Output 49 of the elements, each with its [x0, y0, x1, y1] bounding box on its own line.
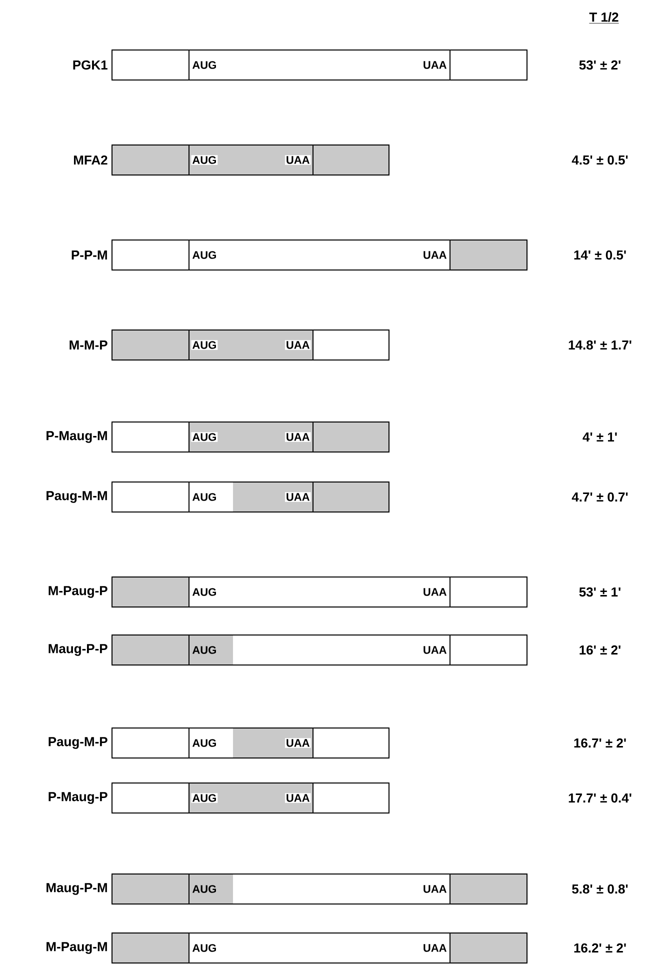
construct-name: M-M-P — [70, 340, 108, 350]
construct-name: P-P-M — [72, 250, 107, 260]
construct-name: M-Paug-P — [48, 586, 108, 598]
codon-label: AUG — [192, 944, 216, 952]
construct-name: P-Maug-P — [48, 792, 108, 804]
codon-label: UAA — [424, 646, 446, 654]
codon-label: UAA — [424, 588, 446, 596]
half-life-value: 16' ± 2' — [580, 645, 620, 655]
construct-name: Maug-P-P — [48, 644, 108, 656]
codon-label: AUG — [191, 793, 218, 803]
construct-name: Maug-P-M — [46, 883, 107, 895]
construct-name: PGK1 — [73, 60, 108, 70]
half-life-value: 16.7' ± 2' — [574, 738, 626, 748]
half-life-value: 17.7' ± 0.4' — [568, 793, 632, 803]
codon-label: UAA — [284, 432, 311, 442]
codon-label: AUG — [191, 340, 218, 350]
column-heading: T 1/2 — [588, 12, 619, 24]
half-life-value: 53' ± 2' — [579, 60, 620, 70]
half-life-value: 14.8' ± 1.7' — [568, 340, 632, 350]
codon-label: UAA — [424, 251, 446, 259]
half-life-value: 5.8' ± 0.8' — [572, 884, 628, 894]
codon-label: UAA — [424, 944, 446, 952]
codon-label: AUG — [191, 155, 218, 165]
codon-label: UAA — [284, 793, 311, 803]
codon-label: UAA — [284, 492, 311, 502]
codon-label: UAA — [284, 340, 311, 350]
half-life-value: 4.7' ± 0.7' — [572, 492, 628, 502]
construct-name: MFA2 — [74, 155, 108, 165]
half-life-value: 16.2' ± 2' — [574, 943, 626, 953]
half-life-value: 4.5' ± 0.5' — [572, 155, 628, 165]
codon-label: AUG — [192, 646, 216, 654]
construct-name: M-Paug-M — [46, 942, 107, 954]
codon-label: AUG — [192, 739, 216, 747]
codon-label: AUG — [192, 61, 216, 69]
codon-label: AUG — [191, 432, 218, 442]
half-life-value: 53' ± 1' — [579, 587, 620, 597]
codon-label: UAA — [424, 885, 446, 893]
codon-label: UAA — [284, 738, 311, 748]
codon-label: AUG — [192, 251, 216, 259]
codon-label: UAA — [284, 155, 311, 165]
construct-name: Paug-M-M — [46, 491, 107, 503]
half-life-value: 14' ± 0.5' — [574, 250, 626, 260]
codon-label: AUG — [192, 588, 216, 596]
codon-label: UAA — [424, 61, 446, 69]
codon-label: AUG — [192, 885, 216, 893]
construct-name: Paug-M-P — [48, 737, 108, 749]
codon-label: AUG — [192, 493, 216, 501]
construct-name: P-Maug-M — [46, 431, 107, 443]
half-life-value: 4' ± 1' — [582, 432, 617, 442]
